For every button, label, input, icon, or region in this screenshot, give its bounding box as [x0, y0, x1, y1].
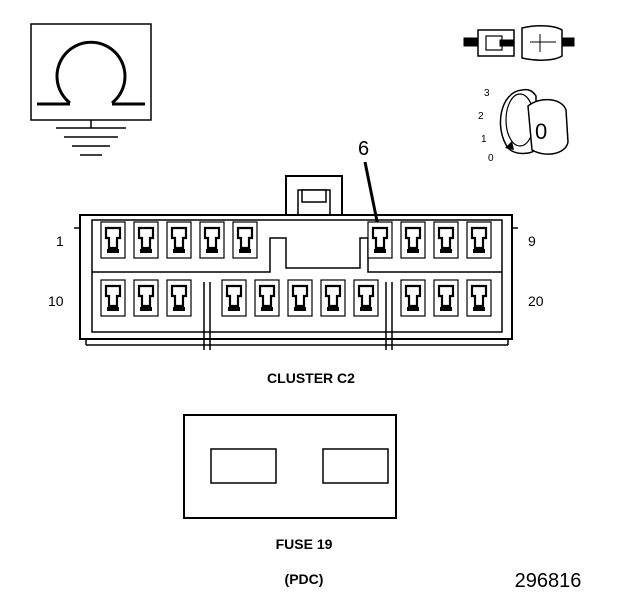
connector-housing	[79, 214, 513, 340]
connector-pin-19	[433, 279, 459, 317]
plug-pin-left	[463, 37, 479, 47]
pin-base	[173, 307, 185, 311]
plug-female-body	[521, 25, 563, 61]
pin-terminal	[291, 284, 309, 308]
connector-pin-1	[100, 221, 126, 259]
plug-male-tab	[499, 39, 515, 47]
ohm-arc	[55, 40, 127, 105]
pin-base	[473, 307, 485, 311]
ignition-key-head	[527, 98, 569, 155]
connector-pin-18	[400, 279, 426, 317]
pin-base	[107, 307, 119, 311]
pin-label-9: 9	[528, 233, 536, 249]
fuse-terminal-right	[322, 448, 389, 484]
fuse-body	[183, 414, 397, 519]
connector-pin-5	[232, 221, 258, 259]
pin-terminal	[404, 284, 422, 308]
connector-pins	[100, 221, 492, 317]
pin-base	[107, 249, 119, 253]
connector-latch	[285, 175, 343, 215]
pin-terminal	[170, 226, 188, 250]
pin-base	[327, 307, 339, 311]
fuse-name: FUSE 19	[276, 536, 333, 552]
ignition-pointer	[505, 141, 514, 150]
pin-terminal	[470, 284, 488, 308]
figure-number: 296816	[515, 570, 582, 592]
pin-terminal	[104, 226, 122, 250]
pin-terminal	[137, 226, 155, 250]
pin-terminal	[357, 284, 375, 308]
cluster-c2-connector	[74, 175, 518, 350]
fuse-icon	[183, 414, 397, 519]
connector-name: CLUSTER C2	[267, 370, 355, 386]
pin-terminal	[170, 284, 188, 308]
ignition-pos-1: 1	[481, 134, 487, 145]
connector-pin-6	[367, 221, 393, 259]
pin-base	[140, 307, 152, 311]
pin-label-1: 1	[56, 233, 64, 249]
pin-terminal	[236, 226, 254, 250]
pin-terminal	[437, 284, 455, 308]
connector-pin-20	[466, 279, 492, 317]
pin-base	[440, 307, 452, 311]
pin-terminal	[324, 284, 342, 308]
pin-label-10: 10	[48, 293, 64, 309]
pin-base	[140, 249, 152, 253]
pin-base	[374, 249, 386, 253]
ohmmeter-frame	[30, 23, 152, 121]
connector-pin-15	[287, 279, 313, 317]
pin-terminal	[258, 284, 276, 308]
connector-pin-12	[166, 279, 192, 317]
pin-terminal	[225, 284, 243, 308]
ohmmeter-icon	[30, 23, 152, 121]
ignition-icon: 3 2 1 0 0	[478, 88, 569, 164]
connector-inner	[91, 219, 503, 333]
pin-base	[206, 249, 218, 253]
pin-base	[407, 307, 419, 311]
ignition-pos-3: 3	[484, 88, 490, 99]
pin-base	[473, 249, 485, 253]
connector-latch-block	[301, 189, 327, 203]
connector-pin-11	[133, 279, 159, 317]
fuse-terminal-left	[210, 448, 277, 484]
connector-pin-2	[133, 221, 159, 259]
ignition-pos-2: 2	[478, 111, 484, 122]
connector-pin-14	[254, 279, 280, 317]
pin-base	[173, 249, 185, 253]
pin-base	[440, 249, 452, 253]
plug-pin-right	[561, 37, 575, 47]
connector-pin-3	[166, 221, 192, 259]
connector-pin-17	[353, 279, 379, 317]
connector-pin-7	[400, 221, 426, 259]
connector-pin-8	[433, 221, 459, 259]
ground-icon	[56, 120, 126, 156]
pin-base	[239, 249, 251, 253]
pin-terminal	[203, 226, 221, 250]
pin-label-20: 20	[528, 293, 544, 309]
pin-terminal	[104, 284, 122, 308]
pin-base	[261, 307, 273, 311]
pin-base	[228, 307, 240, 311]
pin-terminal	[137, 284, 155, 308]
connector-pin-16	[320, 279, 346, 317]
ignition-key-label: 0	[535, 119, 547, 144]
fuse-location: (PDC)	[285, 571, 324, 587]
pin-terminal	[371, 226, 389, 250]
pin-terminal	[404, 226, 422, 250]
pin-callout-label: 6	[358, 138, 369, 160]
connector-pin-4	[199, 221, 225, 259]
connector-pin-13	[221, 279, 247, 317]
pin-terminal	[470, 226, 488, 250]
pin-base	[360, 307, 372, 311]
connector-pin-9	[466, 221, 492, 259]
connector-pin-10	[100, 279, 126, 317]
ignition-pos-0: 0	[488, 153, 494, 164]
pin-base	[407, 249, 419, 253]
pin-terminal	[437, 226, 455, 250]
pin-base	[294, 307, 306, 311]
connector-icon	[463, 25, 575, 61]
